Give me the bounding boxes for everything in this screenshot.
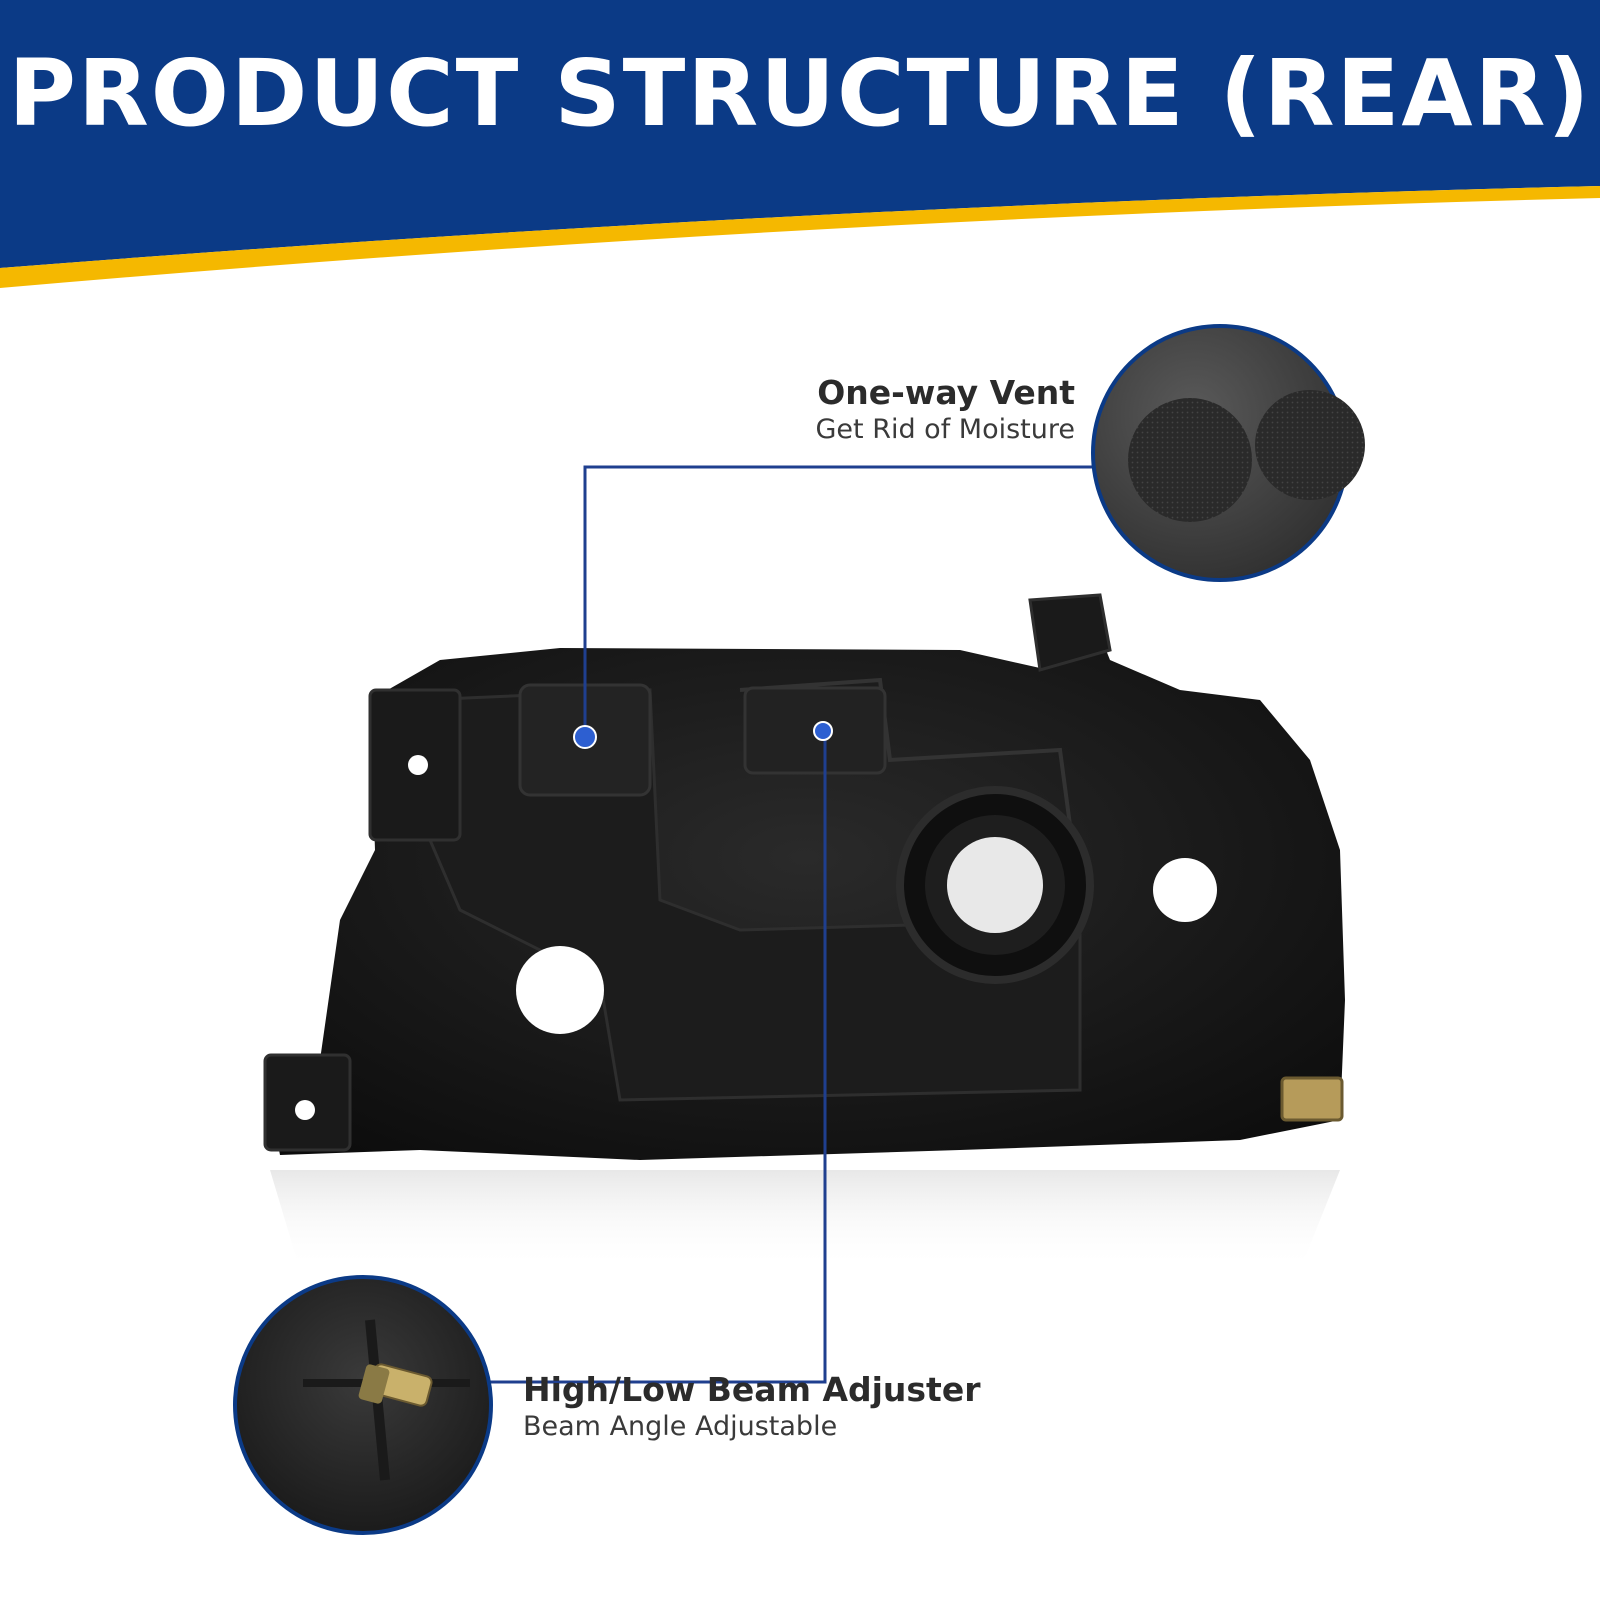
mount-hole bbox=[408, 755, 428, 775]
vent-leader-line bbox=[583, 465, 1105, 730]
housing-ridge bbox=[739, 677, 1082, 901]
adjuster-callout: High/Low Beam Adjuster Beam Angle Adjust… bbox=[523, 1370, 981, 1442]
vent-callout-title: One-way Vent bbox=[817, 373, 1075, 412]
adjuster-leader-line bbox=[490, 735, 827, 1384]
mount-clip bbox=[1028, 593, 1112, 672]
housing-reflection bbox=[270, 1170, 1340, 1270]
vent-marker bbox=[573, 725, 597, 749]
adjuster-closeup-icon bbox=[233, 1275, 493, 1535]
wire-connector bbox=[1280, 1076, 1344, 1122]
side-port-opening bbox=[516, 946, 604, 1034]
bulb-port-opening bbox=[947, 837, 1043, 933]
header-banner bbox=[0, 0, 1600, 288]
vent-callout: One-way Vent Get Rid of Moisture bbox=[816, 373, 1076, 445]
adjuster-callout-title: High/Low Beam Adjuster bbox=[523, 1370, 981, 1409]
adjuster-callout-subtitle: Beam Angle Adjustable bbox=[523, 1411, 838, 1442]
page-title: PRODUCT STRUCTURE (REAR) bbox=[8, 40, 1592, 147]
adjuster-marker bbox=[813, 721, 833, 741]
mount-hole bbox=[295, 1100, 315, 1120]
vent-closeup-icon bbox=[1091, 324, 1365, 582]
side-port-opening bbox=[1153, 858, 1217, 922]
vent-callout-subtitle: Get Rid of Moisture bbox=[815, 414, 1076, 445]
